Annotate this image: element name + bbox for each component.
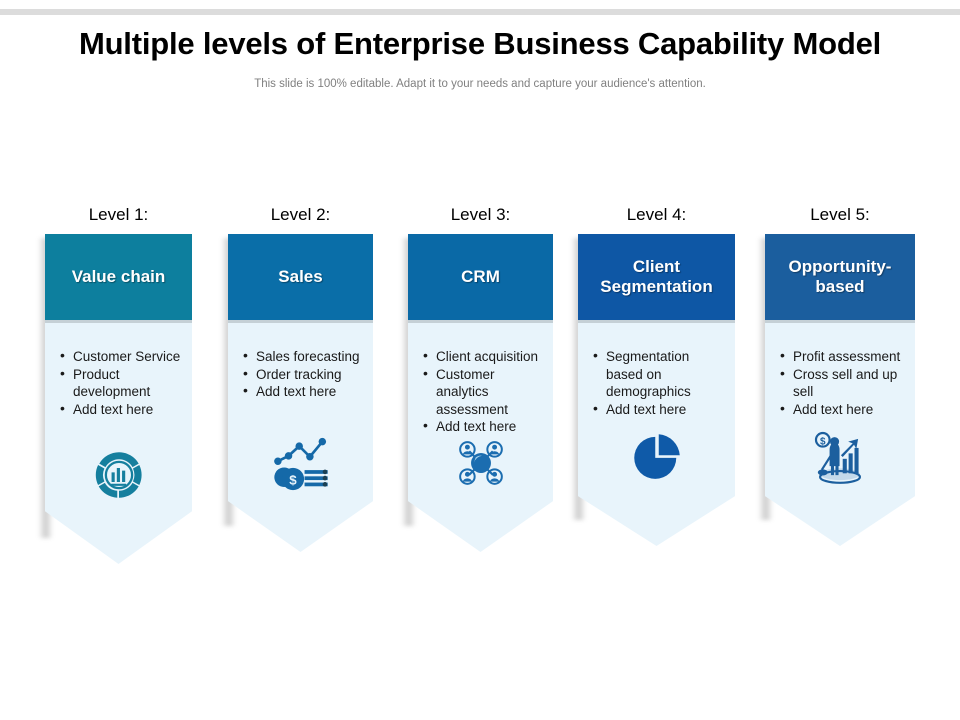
header-divider-curve: [228, 320, 373, 338]
page-subtitle: This slide is 100% editable. Adapt it to…: [254, 78, 706, 90]
bullet-item: Order tracking: [242, 365, 365, 384]
bullet-item: Add text here: [422, 417, 545, 436]
header-divider-curve: [408, 320, 553, 338]
card-header-title: Sales: [278, 267, 323, 287]
bullet-list: Client acquisitionCustomer analytics ass…: [422, 347, 545, 436]
growth-person-dollar-icon: $: [765, 426, 915, 488]
bullet-item: Cross sell and up sell: [779, 365, 907, 401]
bullet-item: Add text here: [59, 400, 184, 419]
bullet-list: Segmentation based on demographicsAdd te…: [592, 347, 727, 419]
bullet-list: Sales forecastingOrder trackingAdd text …: [242, 347, 365, 401]
bullet-item: Segmentation based on demographics: [592, 347, 727, 401]
level-label-2: Level 2:: [270, 205, 331, 224]
top-accent-band: [0, 9, 960, 15]
svg-text:$: $: [820, 436, 826, 447]
level-columns-container: Level 1: Value chainCustomer ServiceProdu…: [0, 205, 960, 585]
header-divider-curve: [578, 320, 735, 338]
pie-chart-icon: [578, 426, 735, 488]
bullet-item: Add text here: [779, 400, 907, 419]
level-label-3: Level 3:: [450, 205, 511, 224]
card-header-4[interactable]: Client Segmentation: [578, 234, 735, 320]
header-divider-curve: [765, 320, 915, 338]
bullet-item: Profit assessment: [779, 347, 907, 366]
bullet-item: Customer analytics assessment: [422, 365, 545, 419]
card-header-title: Opportunity-based: [788, 257, 892, 296]
cycle-bar-chart-icon: [45, 444, 192, 506]
level-label-1: Level 1:: [88, 205, 149, 224]
bullet-item: Product development: [59, 365, 184, 401]
people-network-icon: [408, 432, 553, 494]
bullet-item: Sales forecasting: [242, 347, 365, 366]
bullet-item: Add text here: [592, 400, 727, 419]
level-card-2[interactable]: SalesSales forecastingOrder trackingAdd …: [221, 234, 373, 552]
bullet-item: Client acquisition: [422, 347, 545, 366]
bullet-item: Add text here: [242, 382, 365, 401]
bullet-item: Customer Service: [59, 347, 184, 366]
card-header-title: Client Segmentation: [600, 257, 713, 296]
card-header-5[interactable]: Opportunity-based: [765, 234, 915, 320]
card-header-1[interactable]: Value chain: [45, 234, 192, 320]
svg-text:$: $: [289, 472, 297, 487]
level-card-4[interactable]: Client SegmentationSegmentation based on…: [571, 234, 735, 546]
page-title: Multiple levels of Enterprise Business C…: [78, 26, 882, 61]
card-header-3[interactable]: CRM: [408, 234, 553, 320]
level-label-5: Level 5:: [810, 205, 870, 224]
bullet-list: Customer ServiceProduct developmentAdd t…: [59, 347, 184, 419]
level-card-5[interactable]: Opportunity-basedProfit assessmentCross …: [758, 234, 915, 546]
level-card-1[interactable]: Value chainCustomer ServiceProduct devel…: [38, 234, 192, 564]
level-label-4: Level 4:: [626, 205, 687, 224]
level-card-3[interactable]: CRM Client acquisitionCustomer analytics …: [401, 234, 553, 552]
bullet-list: Profit assessmentCross sell and up sellA…: [779, 347, 907, 419]
line-chart-coins-icon: $: [228, 432, 373, 494]
header-divider-curve: [45, 320, 192, 338]
card-header-title: CRM: [461, 267, 500, 287]
card-header-title: Value chain: [71, 267, 166, 287]
card-header-2[interactable]: Sales: [228, 234, 373, 320]
